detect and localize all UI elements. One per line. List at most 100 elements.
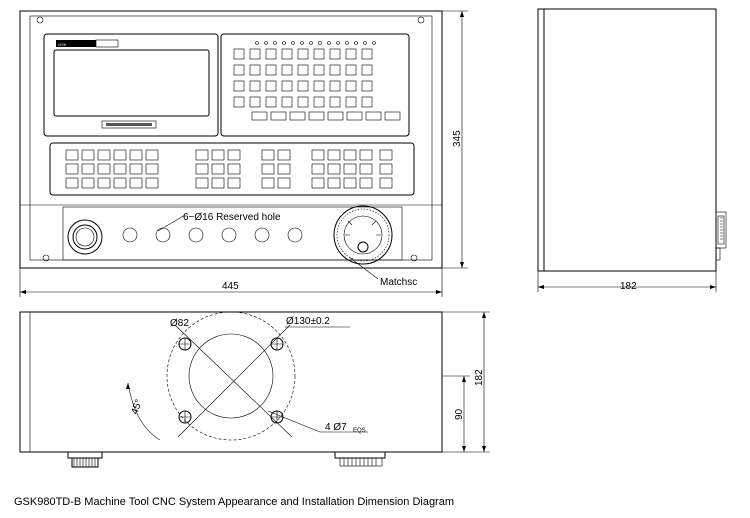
edit-key[interactable]	[361, 80, 373, 92]
function-key[interactable]	[308, 111, 325, 121]
function-key[interactable]	[289, 111, 306, 121]
edit-key[interactable]	[233, 80, 245, 92]
edit-key[interactable]	[281, 48, 293, 60]
operation-key[interactable]	[227, 177, 241, 189]
operation-key[interactable]	[113, 177, 127, 189]
operation-key[interactable]	[65, 149, 79, 161]
edit-key[interactable]	[249, 64, 261, 76]
edit-key[interactable]	[281, 64, 293, 76]
edit-key[interactable]	[297, 80, 309, 92]
operation-key[interactable]	[379, 149, 393, 161]
edit-key[interactable]	[329, 48, 341, 60]
operation-key[interactable]	[359, 177, 373, 189]
operation-key[interactable]	[343, 177, 357, 189]
operation-key[interactable]	[211, 149, 225, 161]
operation-key[interactable]	[343, 149, 357, 161]
edit-key[interactable]	[265, 96, 277, 108]
emergency-stop-outer[interactable]	[67, 219, 103, 255]
edit-key[interactable]	[313, 80, 325, 92]
edit-key[interactable]	[281, 80, 293, 92]
operation-key[interactable]	[65, 177, 79, 189]
operation-key[interactable]	[81, 163, 95, 175]
operation-key[interactable]	[277, 177, 291, 189]
emergency-stop-button[interactable]	[72, 224, 98, 250]
handwheel-knob[interactable]	[357, 241, 369, 253]
edit-key[interactable]	[249, 80, 261, 92]
function-key[interactable]	[270, 111, 287, 121]
edit-key[interactable]	[233, 64, 245, 76]
operation-key[interactable]	[311, 149, 325, 161]
operation-key[interactable]	[211, 177, 225, 189]
edit-key[interactable]	[233, 48, 245, 60]
operation-key[interactable]	[261, 149, 275, 161]
operation-key[interactable]	[113, 163, 127, 175]
operation-key[interactable]	[129, 163, 143, 175]
edit-key[interactable]	[329, 80, 341, 92]
operation-key[interactable]	[195, 149, 209, 161]
operation-key[interactable]	[113, 149, 127, 161]
edit-key[interactable]	[233, 96, 245, 108]
edit-key[interactable]	[297, 48, 309, 60]
edit-key[interactable]	[265, 80, 277, 92]
operation-key[interactable]	[379, 163, 393, 175]
operation-key[interactable]	[81, 177, 95, 189]
operation-key[interactable]	[97, 163, 111, 175]
operation-key[interactable]	[311, 177, 325, 189]
edit-key[interactable]	[297, 96, 309, 108]
edit-key[interactable]	[345, 48, 357, 60]
operation-key[interactable]	[129, 149, 143, 161]
operation-key[interactable]	[195, 177, 209, 189]
function-key[interactable]	[327, 111, 344, 121]
operation-key[interactable]	[311, 163, 325, 175]
operation-key[interactable]	[227, 163, 241, 175]
operation-key[interactable]	[145, 163, 159, 175]
edit-key[interactable]	[249, 96, 261, 108]
operation-key[interactable]	[145, 149, 159, 161]
edit-key[interactable]	[297, 64, 309, 76]
operation-key[interactable]	[195, 163, 209, 175]
operation-key[interactable]	[227, 149, 241, 161]
operation-key[interactable]	[261, 177, 275, 189]
diagram-caption: GSK980TD-B Machine Tool CNC System Appea…	[14, 496, 455, 508]
operation-key[interactable]	[81, 149, 95, 161]
operation-key[interactable]	[277, 163, 291, 175]
operation-key[interactable]	[97, 177, 111, 189]
function-key[interactable]	[365, 111, 382, 121]
reserved-hole	[254, 227, 270, 243]
operation-key[interactable]	[211, 163, 225, 175]
operation-key[interactable]	[343, 163, 357, 175]
operation-key[interactable]	[359, 163, 373, 175]
function-key[interactable]	[251, 111, 268, 121]
edit-key[interactable]	[361, 64, 373, 76]
operation-key[interactable]	[129, 177, 143, 189]
edit-key[interactable]	[329, 96, 341, 108]
operation-key[interactable]	[327, 177, 341, 189]
edit-key[interactable]	[313, 96, 325, 108]
operation-key[interactable]	[359, 149, 373, 161]
operation-keys	[65, 149, 393, 189]
edit-key[interactable]	[265, 64, 277, 76]
edit-key[interactable]	[345, 96, 357, 108]
operation-key[interactable]	[145, 177, 159, 189]
operation-key[interactable]	[379, 177, 393, 189]
mount-hole	[417, 16, 425, 24]
edit-key[interactable]	[265, 48, 277, 60]
operation-key[interactable]	[327, 149, 341, 161]
operation-key[interactable]	[327, 163, 341, 175]
operation-key[interactable]	[277, 149, 291, 161]
handwheel-outer[interactable]	[333, 205, 393, 265]
edit-key[interactable]	[345, 80, 357, 92]
edit-key[interactable]	[281, 96, 293, 108]
operation-key[interactable]	[65, 163, 79, 175]
edit-key[interactable]	[329, 64, 341, 76]
edit-key[interactable]	[361, 48, 373, 60]
edit-key[interactable]	[313, 48, 325, 60]
function-key[interactable]	[346, 111, 363, 121]
operation-key[interactable]	[97, 149, 111, 161]
edit-key[interactable]	[313, 64, 325, 76]
edit-key[interactable]	[361, 96, 373, 108]
edit-key[interactable]	[345, 64, 357, 76]
operation-key[interactable]	[261, 163, 275, 175]
edit-key[interactable]	[249, 48, 261, 60]
function-key[interactable]	[384, 111, 401, 121]
